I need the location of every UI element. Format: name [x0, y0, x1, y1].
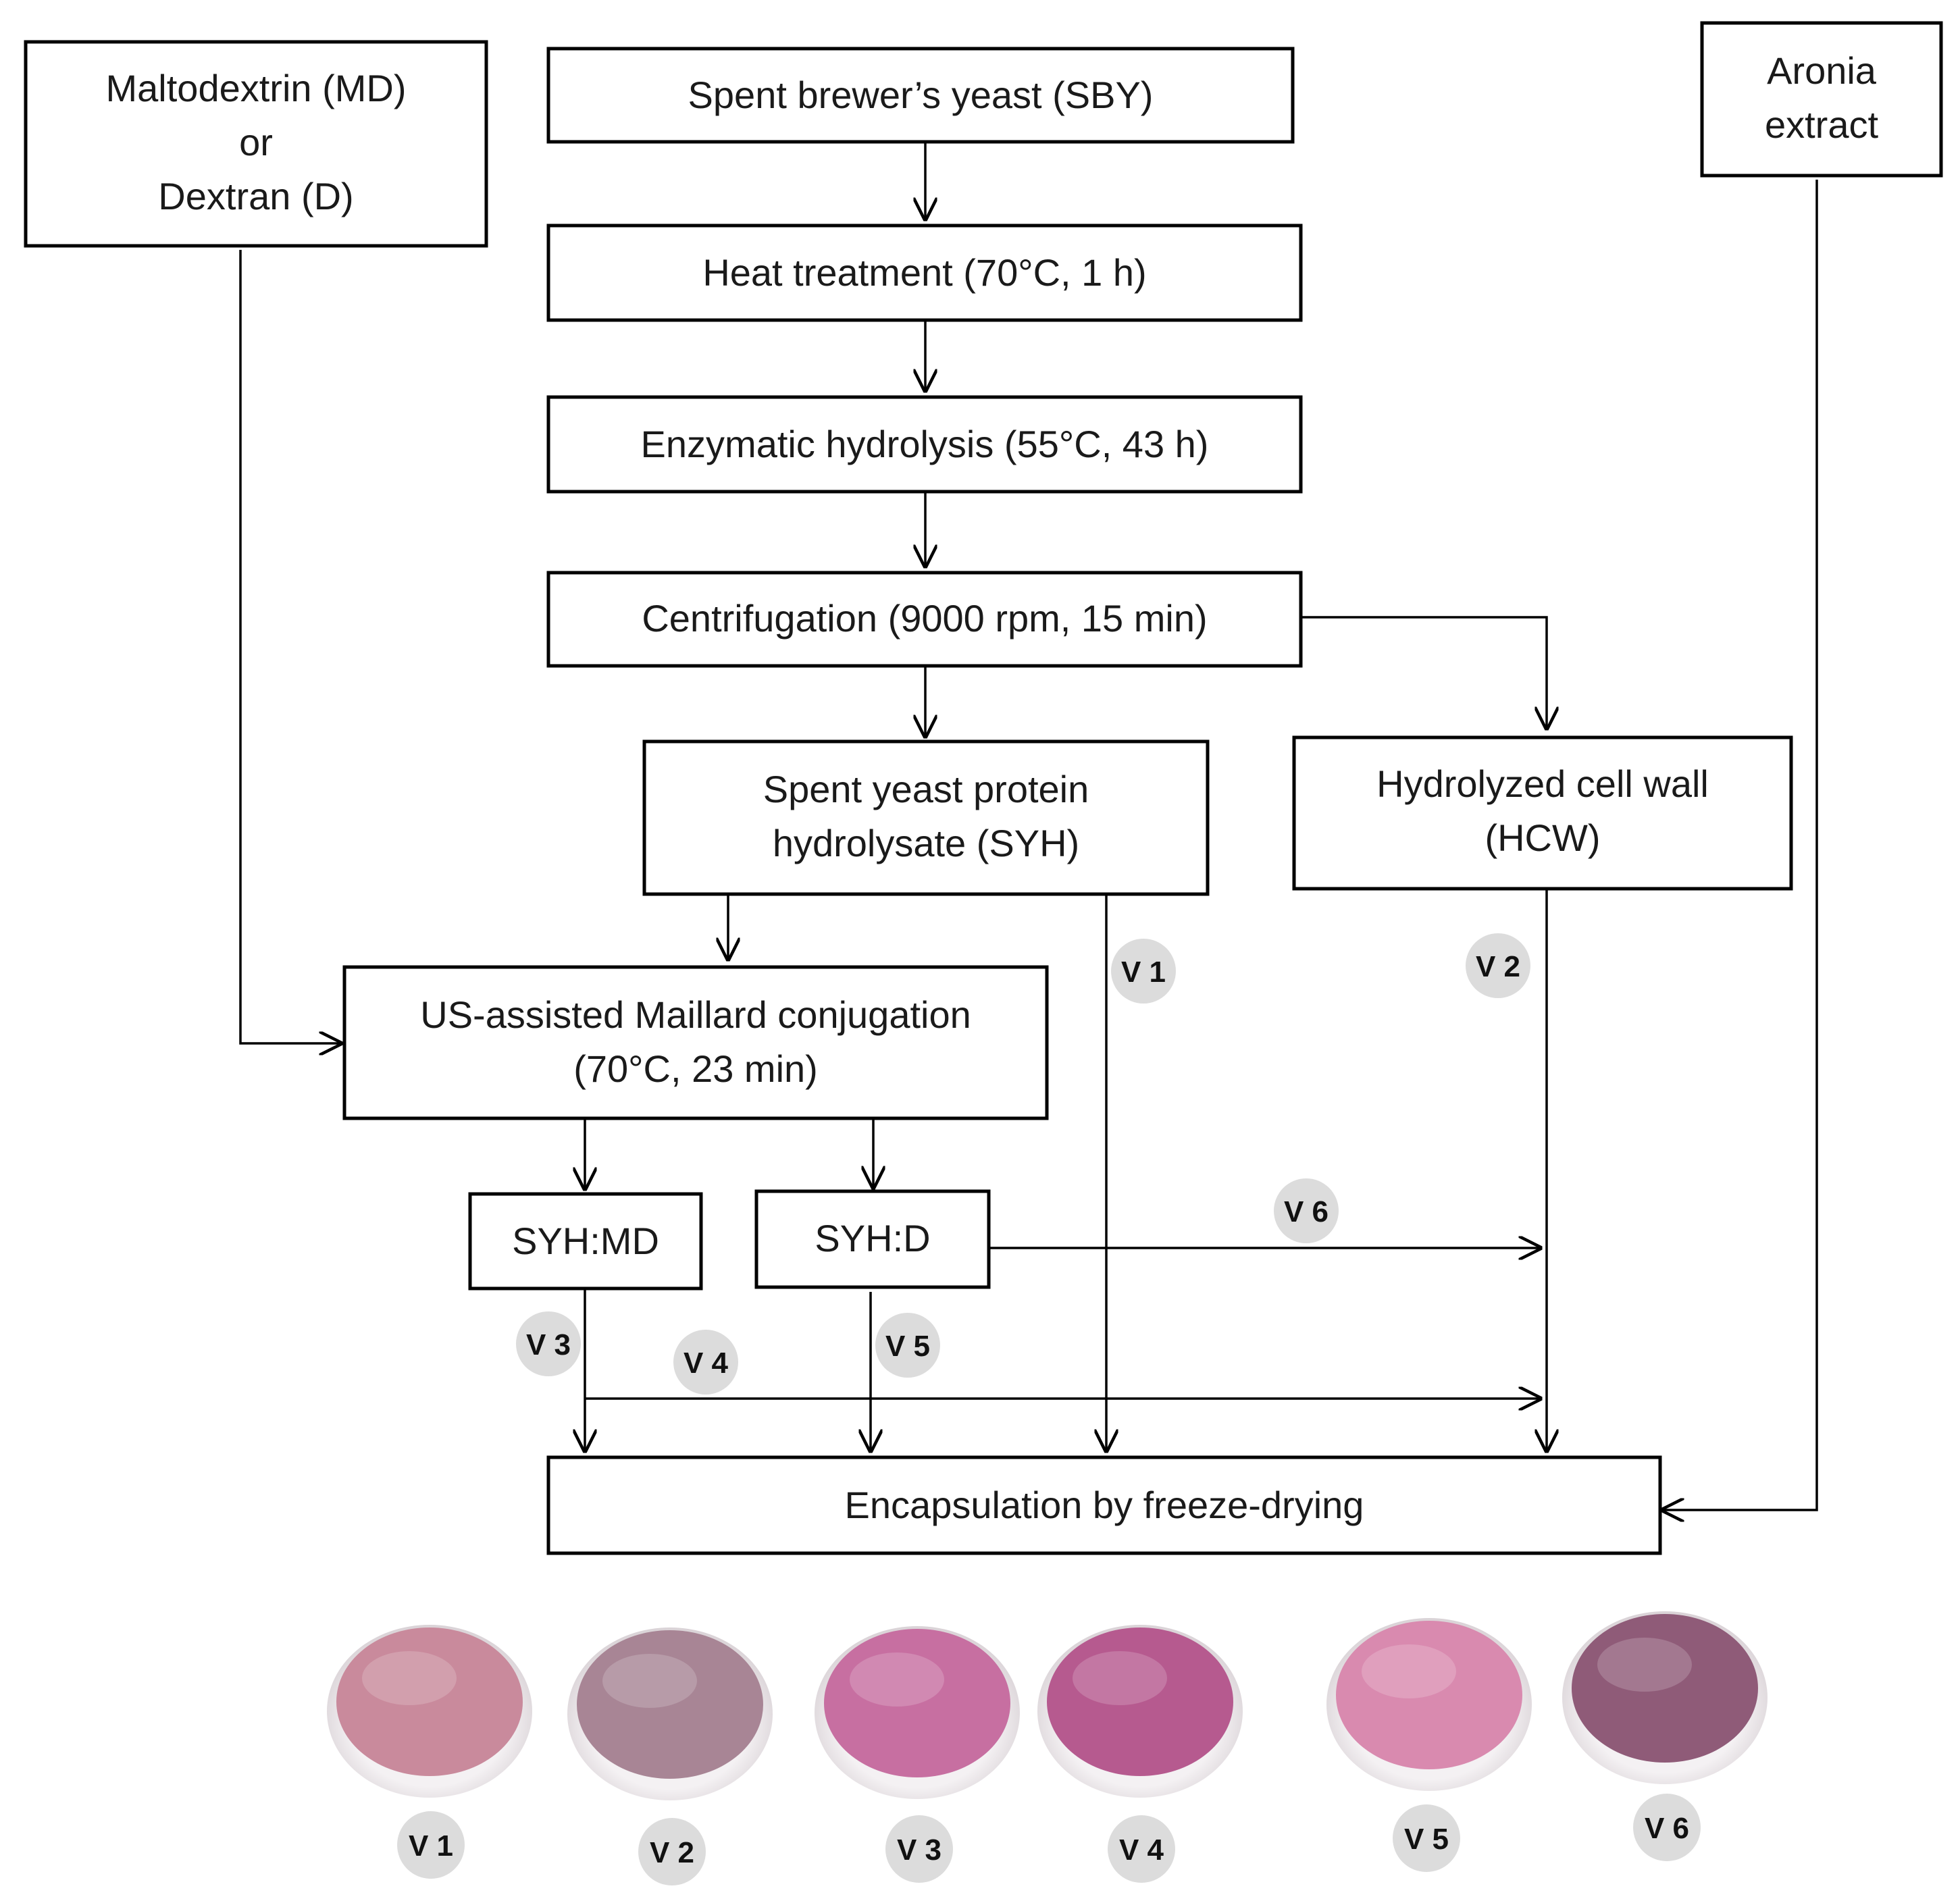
connectors [239, 140, 1818, 1510]
powder-sample [577, 1630, 763, 1779]
carrier-box: Maltodextrin (MD) or Dextran (D) [24, 40, 488, 248]
syh-md-box: SYH:MD [468, 1192, 703, 1291]
powder-highlight [362, 1651, 457, 1705]
sample-label: V 3 [897, 1833, 942, 1867]
syh-d-label: SYH:D [815, 1217, 930, 1259]
svg-text:V 4: V 4 [684, 1347, 729, 1380]
badge-v3: V 3 [516, 1311, 581, 1376]
arrow-centrifugation-to-hcw [1302, 616, 1547, 728]
powder-highlight [850, 1652, 944, 1707]
sample-label: V 1 [409, 1829, 453, 1863]
carrier-line-1: Maltodextrin (MD) [106, 67, 407, 109]
sample-v2: V 2 [567, 1627, 773, 1885]
aronia-box: Aronia extract [1700, 21, 1943, 178]
sample-badge [397, 1811, 465, 1879]
sample-v6: V 6 [1562, 1611, 1768, 1861]
syh-md-label: SYH:MD [512, 1220, 659, 1262]
badge-v2: V 2 [1466, 933, 1530, 998]
maillard-line-1: US-assisted Maillard conjugation [420, 993, 971, 1036]
hcw-box: Hydrolyzed cell wall (HCW) [1292, 735, 1793, 891]
badge-v6: V 6 [1274, 1178, 1339, 1243]
sby-box: Spent brewer’s yeast (SBY) [546, 47, 1295, 144]
svg-text:V 3: V 3 [526, 1328, 571, 1361]
arrow-aronia-to-encapsulation [1663, 180, 1818, 1510]
sample-label: V 5 [1404, 1823, 1449, 1856]
enzymatic-hydrolysis-label: Enzymatic hydrolysis (55°C, 43 h) [641, 423, 1209, 465]
powder-sample [336, 1627, 523, 1776]
maillard-box: US-assisted Maillard conjugation (70°C, … [342, 965, 1049, 1120]
heat-treatment-label: Heat treatment (70°C, 1 h) [702, 251, 1146, 294]
syh-box: Spent yeast protein hydrolysate (SYH) [642, 739, 1210, 896]
powder-sample [1047, 1627, 1233, 1776]
powder-highlight [602, 1654, 697, 1708]
sample-badge [638, 1818, 706, 1885]
sample-badge [1393, 1804, 1460, 1872]
encapsulation-box: Encapsulation by freeze-drying [546, 1455, 1662, 1555]
sample-v4: V 4 [1037, 1625, 1243, 1883]
svg-text:V 5: V 5 [885, 1330, 930, 1363]
powder-highlight [1362, 1644, 1456, 1698]
encapsulation-label: Encapsulation by freeze-drying [845, 1484, 1364, 1526]
sample-photos: V 1 V 2 V 3 V 4 V 5 V 6 [327, 1611, 1768, 1885]
sby-label: Spent brewer’s yeast (SBY) [688, 74, 1154, 116]
carrier-line-2: or [239, 121, 273, 163]
badge-v4: V 4 [673, 1330, 738, 1395]
badge-v1: V 1 [1111, 939, 1176, 1004]
syh-d-box: SYH:D [754, 1189, 991, 1289]
sample-badge [1633, 1794, 1701, 1861]
aronia-line-1: Aronia [1767, 49, 1877, 92]
sample-v1: V 1 [327, 1625, 532, 1879]
hcw-line-1: Hydrolyzed cell wall [1376, 762, 1709, 805]
sample-label: V 2 [650, 1836, 694, 1869]
sample-v3: V 3 [815, 1626, 1020, 1883]
sample-badge [1108, 1815, 1175, 1883]
syh-line-1: Spent yeast protein [763, 768, 1089, 810]
variant-badges: V 1 V 2 V 3 V 4 V 5 V 6 [516, 933, 1530, 1395]
sample-label: V 4 [1119, 1833, 1164, 1867]
powder-sample [1336, 1621, 1522, 1769]
svg-text:V 2: V 2 [1476, 950, 1520, 983]
centrifugation-box: Centrifugation (9000 rpm, 15 min) [546, 571, 1303, 668]
powder-highlight [1073, 1651, 1167, 1705]
sample-badge [885, 1815, 953, 1883]
sample-v5: V 5 [1326, 1618, 1532, 1872]
centrifugation-label: Centrifugation (9000 rpm, 15 min) [642, 597, 1207, 640]
powder-highlight [1597, 1638, 1692, 1692]
syh-line-2: hydrolysate (SYH) [773, 822, 1079, 864]
enzymatic-hydrolysis-box: Enzymatic hydrolysis (55°C, 43 h) [546, 395, 1303, 494]
sample-label: V 6 [1645, 1812, 1689, 1845]
svg-text:V 1: V 1 [1121, 956, 1166, 989]
powder-sample [824, 1629, 1010, 1777]
maillard-line-2: (70°C, 23 min) [573, 1047, 818, 1090]
arrow-carrier-to-maillard [239, 250, 340, 1043]
svg-text:V 6: V 6 [1284, 1195, 1329, 1228]
powder-sample [1572, 1614, 1758, 1763]
aronia-line-2: extract [1765, 103, 1878, 146]
hcw-line-2: (HCW) [1485, 816, 1600, 859]
carrier-line-3: Dextran (D) [158, 175, 353, 217]
heat-treatment-box: Heat treatment (70°C, 1 h) [546, 224, 1303, 322]
badge-v5: V 5 [875, 1313, 940, 1378]
